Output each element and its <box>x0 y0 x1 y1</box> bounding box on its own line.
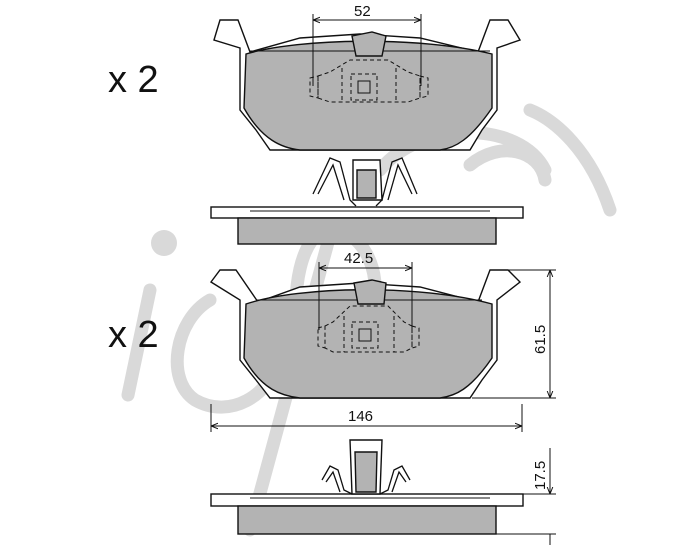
dim-bottom-center-width: 42.5 <box>344 250 373 267</box>
top-pad-front-view: 52 <box>213 3 522 151</box>
dim-pad-height: 61.5 <box>532 325 549 354</box>
dim-top-center-width: 52 <box>354 3 371 20</box>
bottom-pad-front-view: 42.5 61.5 146 <box>209 250 556 432</box>
top-friction-pad <box>243 40 493 151</box>
dim-pad-width: 146 <box>348 408 373 425</box>
quantity-label-bottom: x 2 <box>108 314 159 356</box>
quantity-label-top: x 2 <box>108 59 159 101</box>
top-pad-side-view <box>210 157 524 245</box>
bottom-friction-pad <box>243 289 493 399</box>
dim-pad-thickness: 17.5 <box>532 461 549 490</box>
bottom-pad-side-view: 17.5 <box>210 439 556 545</box>
